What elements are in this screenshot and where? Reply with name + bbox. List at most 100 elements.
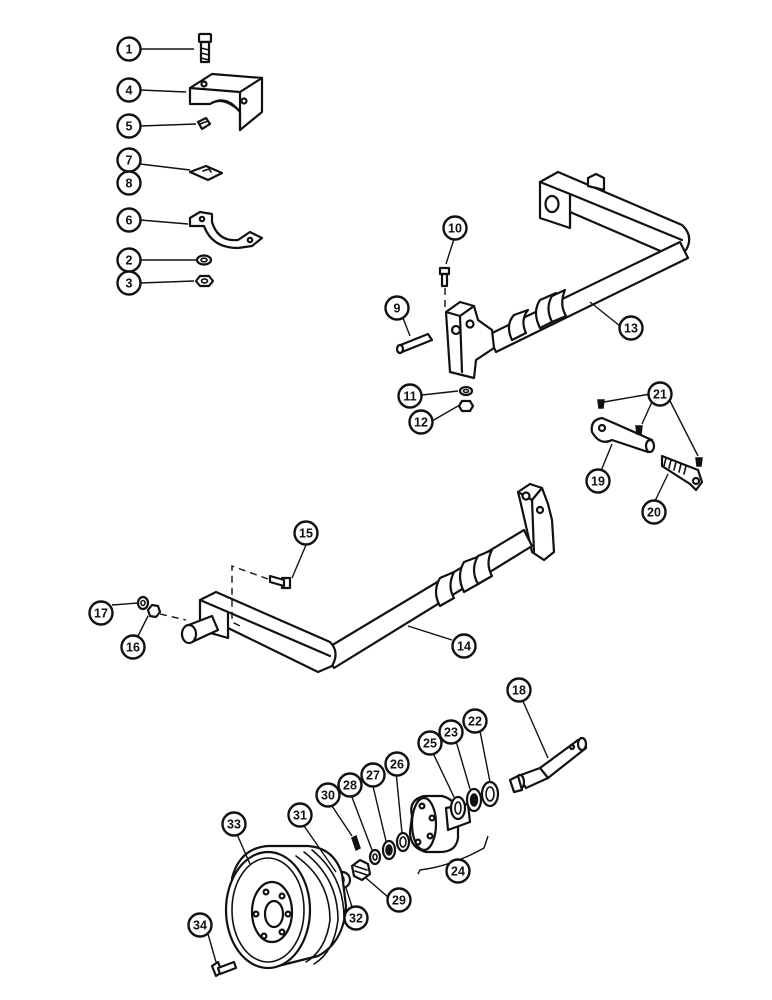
callout-8: 8 [116,170,142,196]
part-bearing-23 [465,787,483,813]
callout-9: 9 [384,295,410,321]
callout-label: 11 [403,390,416,404]
callout-29: 29 [386,887,412,913]
part-spindle-18 [508,736,588,794]
callout-label: 4 [126,84,133,98]
part-washer-11 [458,385,474,397]
part-wheel-rim-33 [224,844,348,970]
callout-label: 3 [126,277,133,291]
callout-4: 4 [116,77,142,103]
callout-label: 31 [293,809,307,823]
callout-20: 20 [641,499,667,525]
callout-label: 20 [647,506,661,520]
callout-16: 16 [120,634,146,660]
callout-27: 27 [360,762,386,788]
callout-label: 10 [448,222,462,236]
callout-label: 33 [227,818,241,832]
leader-lines [111,48,699,963]
callout-31: 31 [287,802,313,828]
part-pin-9 [395,332,434,355]
part-washer-2 [195,254,213,266]
callout-26: 26 [384,751,410,777]
callout-label: 22 [468,715,482,729]
part-cotter-pin-30 [351,834,361,852]
callout-label: 7 [126,154,133,168]
part-fitting-5 [196,116,212,131]
part-washer-17 [136,595,150,611]
callout-label: 24 [451,865,465,879]
part-axle-14 [180,482,556,674]
callout-label: 21 [653,388,667,402]
callout-label: 19 [591,475,605,489]
part-bolt-1 [197,32,213,64]
part-shim-7-8 [188,164,224,182]
callout-24: 24 [445,858,471,884]
part-nut-12 [457,399,475,413]
callout-15: 15 [293,520,319,546]
callout-label: 34 [193,919,207,933]
callout-label: 6 [126,214,133,228]
callout-21: 21 [647,381,673,407]
part-cup-26 [395,831,411,853]
part-bolt-15 [268,574,292,590]
part-seal-22 [480,780,500,808]
callout-32: 32 [343,905,369,931]
callout-label: 1 [126,43,133,57]
callout-5: 5 [116,113,142,139]
callout-label: 27 [366,769,380,783]
callout-25: 25 [417,730,443,756]
callout-14: 14 [451,633,477,659]
callout-17: 17 [88,600,114,626]
callout-label: 17 [94,607,108,621]
callout-label: 15 [299,527,313,541]
part-hub-24 [408,794,472,854]
part-bearing-25 [449,795,467,821]
part-strap-6 [188,210,264,250]
part-nut-16 [146,603,162,619]
callout-30: 30 [315,782,341,808]
callout-19: 19 [585,468,611,494]
callout-7: 7 [116,147,142,173]
callout-28: 28 [337,772,363,798]
part-washer-28 [368,848,382,866]
part-clamp-block-4 [188,72,264,132]
callout-33: 33 [221,811,247,837]
callout-11: 11 [397,383,423,409]
callout-label: 29 [392,894,406,908]
part-bolt-34 [210,960,238,978]
callout-1: 1 [116,36,142,62]
callout-label: 12 [414,416,428,430]
callout-3: 3 [116,270,142,296]
callout-label: 9 [394,302,401,316]
part-grease-fittings-21 [597,399,703,467]
callout-label: 8 [126,177,133,191]
part-tie-rod-tube-19 [590,416,656,454]
part-tie-rod-end-20 [660,454,704,492]
callout-22: 22 [462,708,488,734]
callout-label: 25 [423,737,437,751]
assembly-line-15 [231,565,269,627]
part-nut-29 [350,858,372,882]
callout-18: 18 [506,677,532,703]
callout-6: 6 [116,207,142,233]
callout-label: 26 [390,758,404,772]
callout-12: 12 [408,409,434,435]
callout-label: 32 [349,912,363,926]
callout-2: 2 [116,247,142,273]
callout-label: 5 [126,120,133,134]
part-bolt-10 [438,266,451,288]
part-axle-13 [444,170,691,380]
callout-10: 10 [442,215,468,241]
callout-23: 23 [438,719,464,745]
callout-label: 28 [343,779,357,793]
callout-label: 14 [457,640,471,654]
callout-label: 30 [321,789,335,803]
assembly-line-16 [159,613,187,621]
callout-label: 16 [126,641,140,655]
callout-13: 13 [618,315,644,341]
part-bearing-27 [381,839,397,861]
callout-label: 18 [512,684,526,698]
part-nut-3 [194,274,215,288]
callout-label: 2 [126,254,133,268]
